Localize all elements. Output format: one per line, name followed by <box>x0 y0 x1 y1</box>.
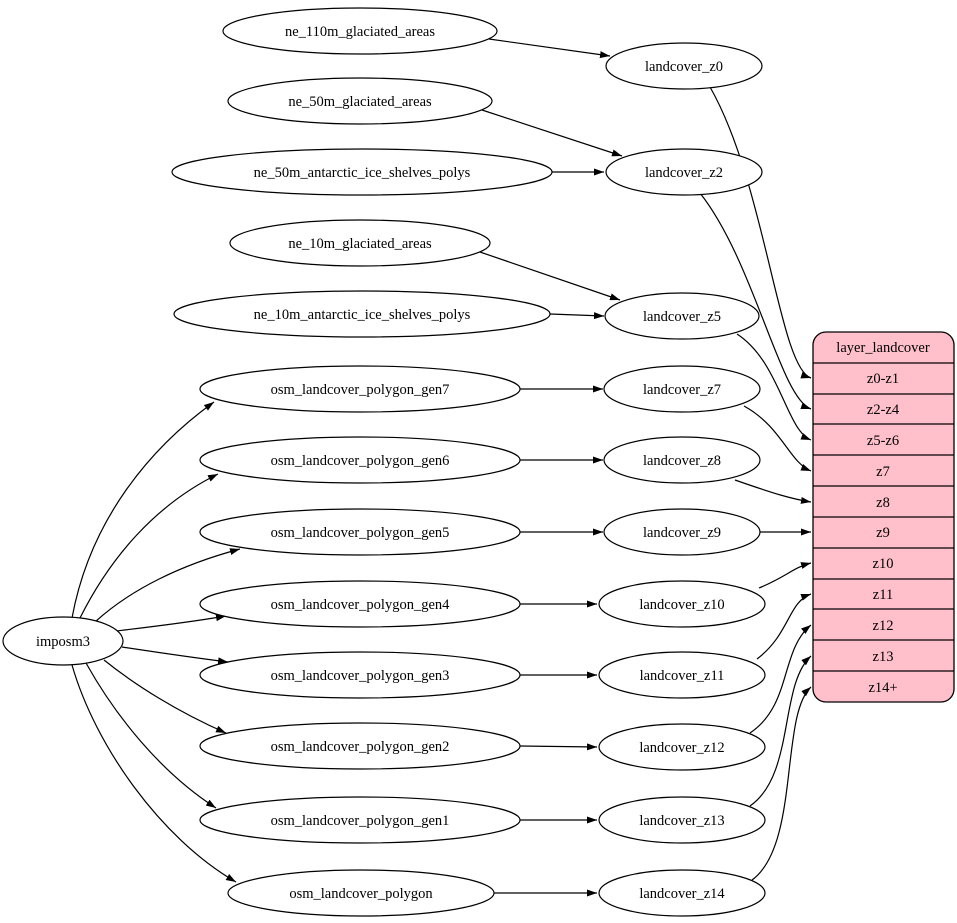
node-landcover-z9: landcover_z9 <box>603 508 761 556</box>
node-label: landcover_z12 <box>639 740 724 756</box>
layer-table-row-z0-z1: z0-z1 <box>867 371 899 387</box>
node-layer-landcover: layer_landcover z0-z1 z2-z4 z5-z6 z7 z8 … <box>812 331 955 703</box>
node-imposm3: imposm3 <box>2 616 124 666</box>
node-label: ne_10m_glaciated_areas <box>288 236 432 252</box>
node-osm-landcover-polygon-gen2: osm_landcover_polygon_gen2 <box>199 722 521 770</box>
node-ne-10m-antarctic-ice-shelves-polys: ne_10m_antarctic_ice_shelves_polys <box>173 290 551 338</box>
node-label: ne_50m_antarctic_ice_shelves_polys <box>254 165 471 181</box>
layer-table-row-z13: z13 <box>873 649 894 665</box>
edge-imposm3-to-gen1 <box>85 662 217 809</box>
layer-table-title: layer_landcover <box>836 340 930 356</box>
node-landcover-z10: landcover_z10 <box>598 580 766 628</box>
edge-ne110m-to-z0 <box>488 38 611 59</box>
edge-ne10m-ant-to-z5 <box>549 312 605 320</box>
node-ne-10m-glaciated-areas: ne_10m_glaciated_areas <box>229 219 491 267</box>
edge-z14-to-row-z14 <box>751 686 812 881</box>
node-ne-50m-antarctic-ice-shelves-polys: ne_50m_antarctic_ice_shelves_polys <box>171 148 553 196</box>
node-label: landcover_z9 <box>643 525 721 541</box>
node-label: osm_landcover_polygon_gen7 <box>271 382 450 398</box>
node-label: ne_50m_glaciated_areas <box>288 94 432 110</box>
node-landcover-z2: landcover_z2 <box>605 148 763 196</box>
edge-z5-to-row-z5-z6 <box>736 333 812 441</box>
layer-table-row-z5-z6: z5-z6 <box>867 433 899 449</box>
edge-ne50m-glac-to-z2 <box>481 109 623 157</box>
edge-z12-to-row-z12 <box>749 624 812 734</box>
edge-imposm3-to-gen2 <box>103 659 227 734</box>
node-label: ne_110m_glaciated_areas <box>285 24 435 40</box>
edge-imposm3-to-polygon <box>71 664 237 883</box>
node-ne-50m-glaciated-areas: ne_50m_glaciated_areas <box>227 77 493 125</box>
layer-table-separators <box>813 362 954 672</box>
node-osm-landcover-polygon-gen1: osm_landcover_polygon_gen1 <box>199 796 521 844</box>
node-label: ne_10m_antarctic_ice_shelves_polys <box>254 307 471 323</box>
edge-z0-to-row-z0-z1 <box>709 86 812 379</box>
node-label: landcover_z7 <box>643 382 721 398</box>
node-label: osm_landcover_polygon_gen3 <box>271 668 450 684</box>
node-label: landcover_z5 <box>643 309 721 325</box>
layer-table-row-z11: z11 <box>873 587 893 603</box>
node-label: landcover_z8 <box>643 453 721 469</box>
node-landcover-z13: landcover_z13 <box>598 796 766 844</box>
node-landcover-z8: landcover_z8 <box>603 436 761 484</box>
edge-gen2-to-z12 <box>519 743 598 751</box>
node-osm-landcover-polygon: osm_landcover_polygon <box>227 869 495 917</box>
node-ne-110m-glaciated-areas: ne_110m_glaciated_areas <box>222 7 498 55</box>
node-landcover-z7: landcover_z7 <box>603 365 761 413</box>
edge-ne10m-glac-to-z5 <box>479 251 621 301</box>
edge-z10-to-row-z10 <box>758 562 812 589</box>
edge-imposm3-to-gen5 <box>94 548 241 623</box>
node-osm-landcover-polygon-gen5: osm_landcover_polygon_gen5 <box>199 508 521 556</box>
edge-imposm3-to-gen4 <box>115 614 227 632</box>
node-label: landcover_z2 <box>645 165 723 181</box>
node-landcover-z5: landcover_z5 <box>604 292 760 340</box>
node-label: landcover_z13 <box>639 813 724 829</box>
node-label: landcover_z10 <box>639 597 724 613</box>
node-landcover-z0: landcover_z0 <box>605 42 763 90</box>
layer-table-row-z14plus: z14+ <box>868 680 897 696</box>
layer-table-row-z7: z7 <box>876 464 890 480</box>
node-label: landcover_z0 <box>645 59 723 75</box>
node-osm-landcover-polygon-gen4: osm_landcover_polygon_gen4 <box>199 580 521 628</box>
node-osm-landcover-polygon-gen6: osm_landcover_polygon_gen6 <box>199 436 521 484</box>
node-label: osm_landcover_polygon_gen2 <box>271 739 450 755</box>
node-label: landcover_z11 <box>640 668 725 684</box>
node-label: osm_landcover_polygon_gen4 <box>271 597 451 613</box>
layer-table-row-z10: z10 <box>873 556 894 572</box>
edge-z13-to-row-z13 <box>749 655 812 807</box>
edge-imposm3-to-gen7 <box>71 401 215 619</box>
edge-z11-to-row-z11 <box>756 593 812 660</box>
edge-imposm3-to-gen3 <box>121 646 229 665</box>
layer-table-row-z8: z8 <box>876 495 890 511</box>
layer-table-row-z12: z12 <box>873 618 894 634</box>
node-osm-landcover-polygon-gen7: osm_landcover_polygon_gen7 <box>199 365 521 413</box>
node-landcover-z12: landcover_z12 <box>598 723 766 771</box>
layer-table-row-z2-z4: z2-z4 <box>867 402 900 418</box>
node-landcover-z11: landcover_z11 <box>598 651 766 699</box>
node-label: osm_landcover_polygon_gen1 <box>271 813 450 829</box>
edge-z7-to-row-z7 <box>743 405 812 472</box>
node-label: osm_landcover_polygon_gen6 <box>271 453 450 469</box>
node-label: osm_landcover_polygon_gen5 <box>271 525 450 541</box>
edge-imposm3-to-gen6 <box>79 473 219 619</box>
edge-z8-to-row-z8 <box>734 479 812 504</box>
node-osm-landcover-polygon-gen3: osm_landcover_polygon_gen3 <box>199 651 521 699</box>
node-label: osm_landcover_polygon <box>289 886 433 902</box>
node-landcover-z14: landcover_z14 <box>598 869 766 917</box>
layer-table-row-z9: z9 <box>876 525 890 541</box>
node-imposm3-label: imposm3 <box>36 634 90 650</box>
edge-z2-to-row-z2-z4 <box>699 192 812 410</box>
node-label: landcover_z14 <box>639 886 725 902</box>
